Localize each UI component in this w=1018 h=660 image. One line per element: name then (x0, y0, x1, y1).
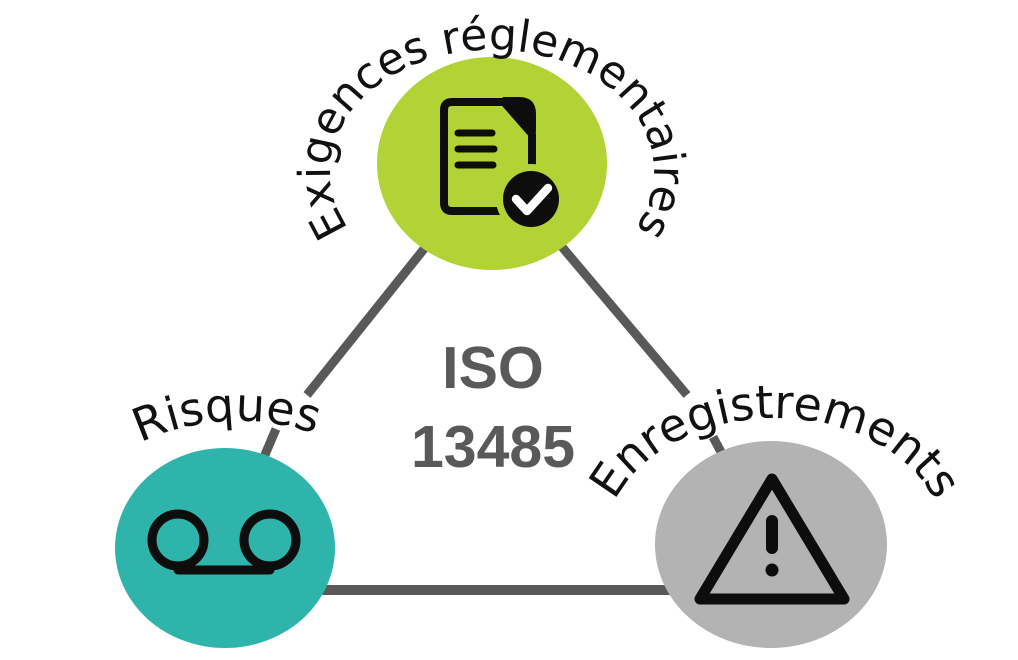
node-circle-risques (115, 448, 335, 648)
warning-triangle-outline (694, 473, 850, 605)
document-check-icon (440, 97, 566, 234)
center-title: ISO 13485 (411, 335, 575, 480)
warning-triangle-icon (694, 473, 850, 605)
center-title-line2: 13485 (411, 414, 575, 480)
check-mark (511, 183, 553, 216)
warning-exclamation-dot (765, 563, 779, 577)
voicemail-icon (147, 509, 301, 575)
document-folded-corner (502, 97, 536, 133)
check-badge-circle (503, 171, 559, 227)
center-title-line1: ISO (442, 335, 544, 401)
label-risques: Risques (125, 377, 328, 452)
